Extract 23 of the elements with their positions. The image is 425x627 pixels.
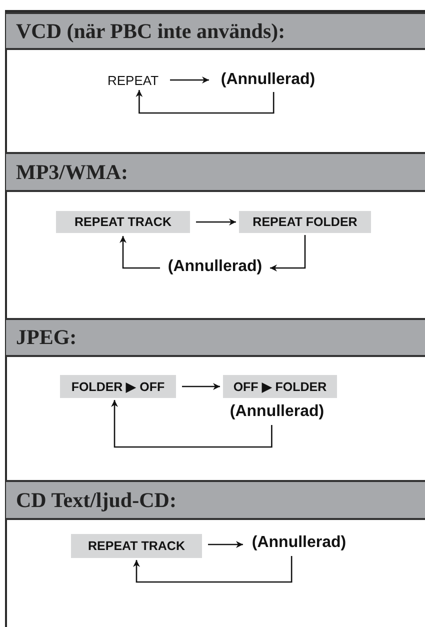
mode-text: REPEAT (102, 72, 164, 88)
mode-label: REPEAT TRACK (71, 534, 202, 558)
mode-label: OFF ▶ FOLDER (223, 375, 337, 398)
arrow (120, 236, 160, 269)
arrow (111, 400, 272, 448)
section-header: VCD (när PBC inte används): (6, 12, 425, 50)
mode-text: (Annullerad) (224, 401, 330, 423)
arrow (133, 556, 292, 583)
arrow (170, 76, 209, 84)
section-header: JPEG: (6, 318, 425, 357)
section-header: CD Text/ljud-CD: (6, 480, 425, 520)
mode-text: (Annullerad) (212, 70, 324, 90)
section-header: MP3/WMA: (6, 152, 425, 192)
arrow (136, 90, 274, 114)
mode-label: REPEAT TRACK (56, 211, 190, 233)
arrow (196, 218, 236, 226)
arrow (182, 383, 220, 390)
arrow (270, 235, 306, 272)
mode-text: (Annullerad) (246, 532, 352, 554)
arrow (208, 541, 243, 548)
mode-label: REPEAT FOLDER (239, 211, 371, 233)
mode-text: (Annullerad) (162, 256, 268, 278)
mode-label: FOLDER ▶ OFF (60, 375, 176, 398)
